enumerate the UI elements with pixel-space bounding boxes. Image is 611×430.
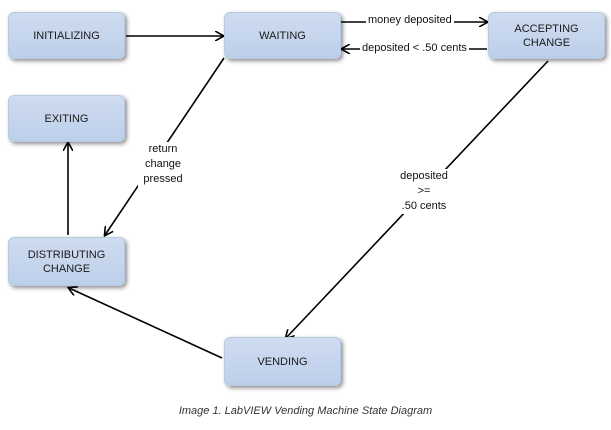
state-vending-label: VENDING (257, 355, 308, 368)
figure-caption: Image 1. LabVIEW Vending Machine State D… (178, 405, 433, 417)
state-exiting: EXITING (8, 95, 125, 142)
label-deposited-less-than: deposited < .50 cents (360, 41, 469, 56)
label-return-change-pressed-line3: pressed (143, 173, 183, 185)
state-initializing: INITIALIZING (8, 12, 125, 59)
label-deposited-ge-line2: >= (417, 185, 431, 197)
state-distributing-change-label-line1: DISTRIBUTING (27, 248, 106, 261)
label-deposited-ge-line1: deposited (400, 170, 448, 182)
state-vending: VENDING (224, 337, 341, 386)
state-accepting-change-label-line2: CHANGE (522, 36, 571, 49)
state-accepting-change-label-line1: ACCEPTING (514, 22, 579, 35)
label-return-change-pressed: return change pressed (138, 142, 188, 187)
state-waiting-label: WAITING (259, 29, 306, 42)
arrow-vending-to-distributing (69, 288, 223, 359)
label-return-change-pressed-line1: return (148, 143, 178, 155)
state-accepting-change: ACCEPTING CHANGE (488, 12, 605, 59)
state-distributing-change-label-line2: CHANGE (42, 262, 91, 275)
state-waiting: WAITING (224, 12, 341, 59)
label-money-deposited: money deposited (366, 13, 454, 28)
label-return-change-pressed-line2: change (144, 158, 182, 170)
state-initializing-label: INITIALIZING (33, 29, 100, 42)
label-deposited-ge-line3: .50 cents (401, 200, 447, 212)
label-deposited-ge: deposited >= .50 cents (393, 169, 455, 214)
state-distributing-change: DISTRIBUTING CHANGE (8, 237, 125, 286)
state-exiting-label: EXITING (44, 112, 89, 125)
